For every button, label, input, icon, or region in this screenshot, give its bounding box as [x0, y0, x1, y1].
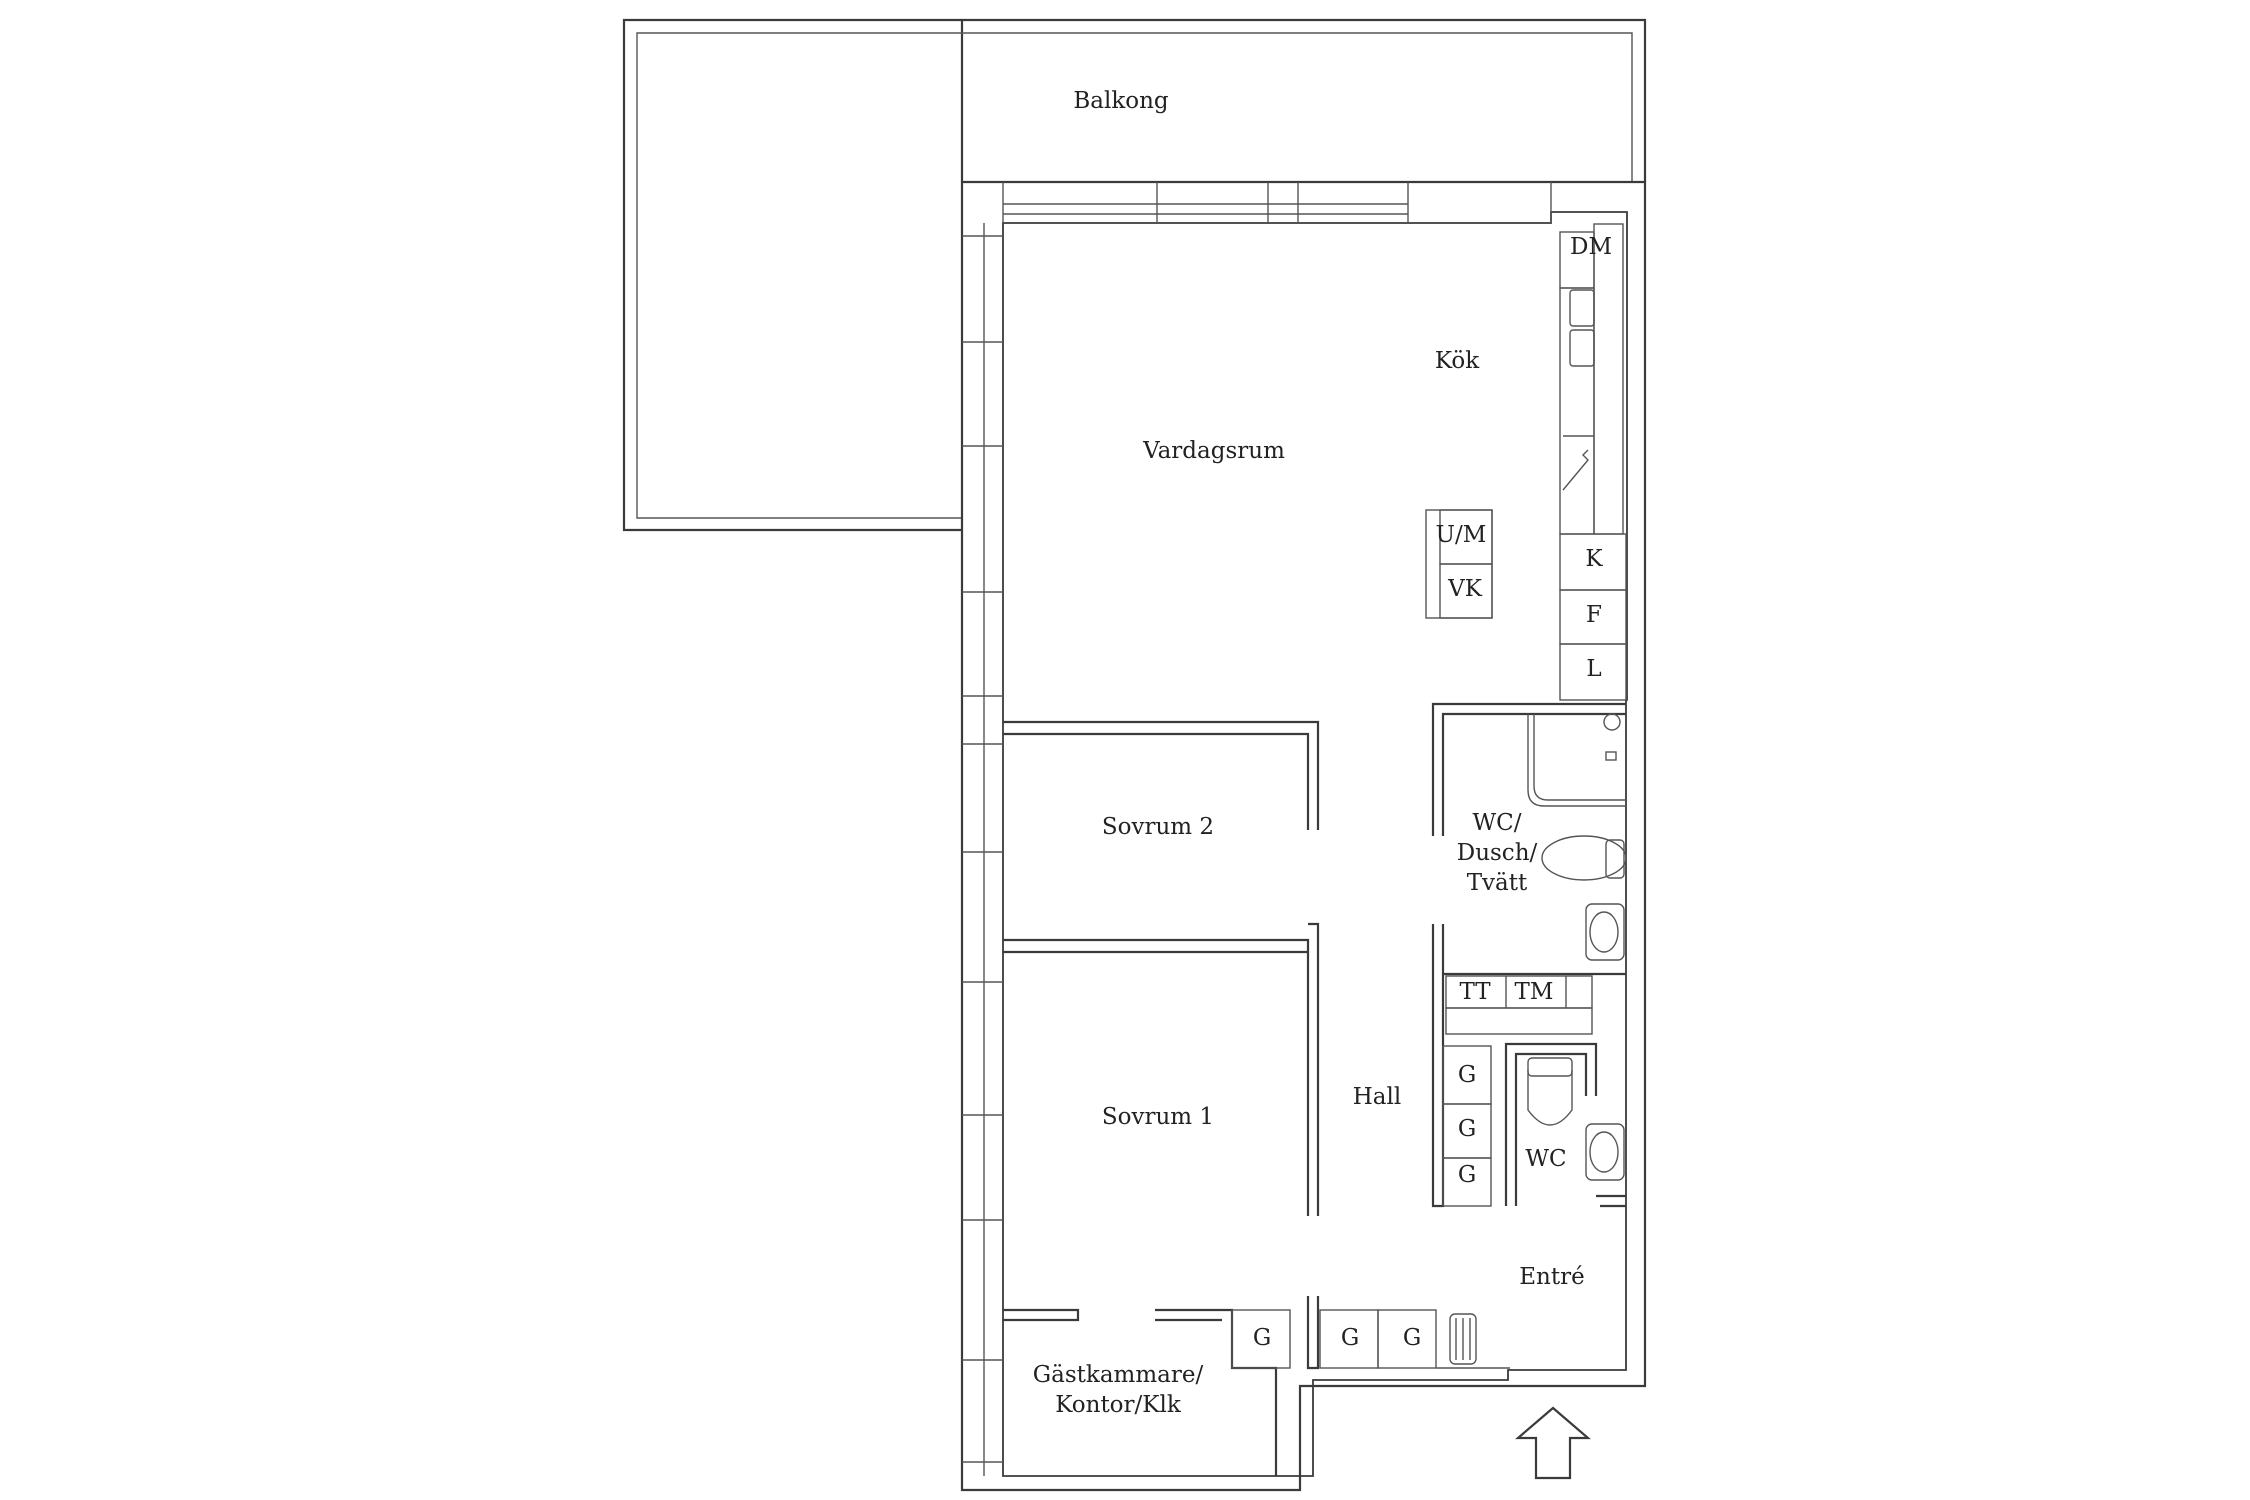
fixture-label-g: G [1458, 1062, 1476, 1088]
outer-walls [960, 180, 1647, 1492]
fixture-label-tm: TM [1515, 979, 1554, 1005]
room-label-bath-line2: Dusch/ [1457, 840, 1538, 866]
fixture-label-um: U/M [1436, 522, 1487, 548]
fixture-label-k: K [1585, 546, 1603, 572]
fixture-label-g: G [1341, 1325, 1359, 1351]
fixture-label-l: L [1586, 656, 1601, 682]
sink-icon [1585, 1123, 1625, 1181]
up-arrow-icon [1515, 1406, 1591, 1480]
room-label-bath-line1: WC/ [1473, 810, 1522, 836]
bathroom-fixtures [1445, 713, 1627, 1181]
room-label-sovrum-2: Sovrum 2 [1102, 814, 1214, 840]
fixture-label-g: G [1458, 1116, 1476, 1142]
fixture-label-dm: DM [1570, 234, 1612, 260]
room-label-balkong: Balkong [1073, 88, 1169, 114]
interior-walls [1003, 702, 1626, 1476]
room-labels: Balkong Kök Vardagsrum Sovrum 2 Sovrum 1… [1033, 88, 1585, 1418]
fixture-label-vk: VK [1447, 576, 1483, 602]
fixture-label-tt: TT [1459, 979, 1491, 1005]
sink-icon [1585, 903, 1625, 961]
fixture-label-g: G [1458, 1162, 1476, 1188]
fixture-label-g: G [1403, 1325, 1421, 1351]
toilet-icon [1527, 1057, 1573, 1126]
room-label-bath-line3: Tvätt [1467, 870, 1528, 896]
room-label-vardagsrum: Vardagsrum [1142, 438, 1285, 464]
fixture-label-f: F [1586, 602, 1602, 628]
room-label-hall: Hall [1353, 1084, 1401, 1110]
room-label-wc: WC [1525, 1146, 1566, 1172]
room-label-guest-line1: Gästkammare/ [1033, 1362, 1204, 1388]
fixture-labels: DM U/M VK K F L TT TM G G G G G G [1253, 234, 1612, 1351]
radiator-icon [1449, 1313, 1477, 1365]
kitchen-fixtures [1425, 223, 1627, 701]
room-label-kok: Kök [1435, 348, 1480, 374]
toilet-icon [1541, 835, 1627, 881]
fixture-label-g: G [1253, 1325, 1271, 1351]
balcony [622, 18, 1647, 532]
wardrobes [1231, 1045, 1510, 1369]
room-label-entre: Entré [1519, 1264, 1584, 1290]
room-label-guest-line2: Kontor/Klk [1055, 1392, 1182, 1418]
room-label-sovrum-1: Sovrum 1 [1102, 1104, 1214, 1130]
